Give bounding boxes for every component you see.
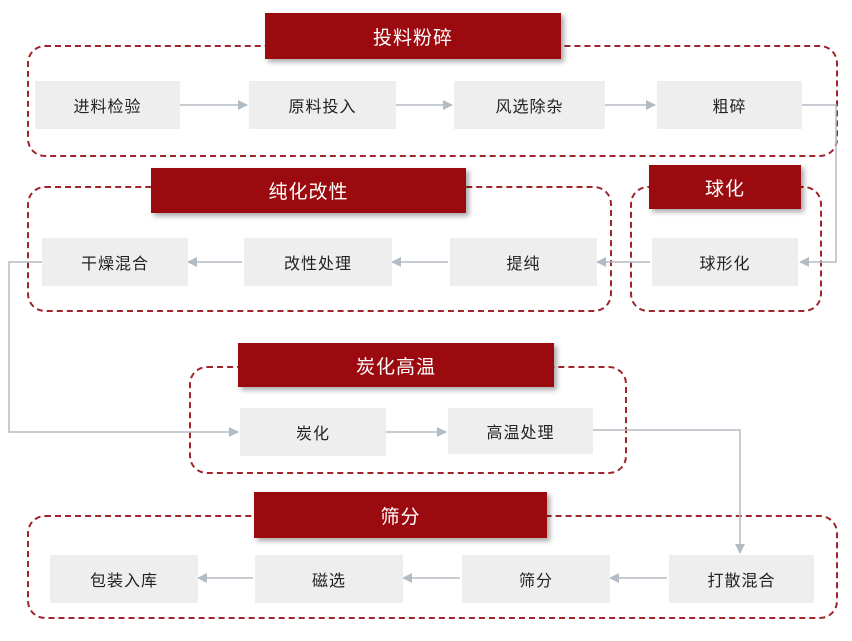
step-purification: 提纯 xyxy=(450,238,597,286)
step-modification: 改性处理 xyxy=(244,238,392,286)
stage-title-purify: 纯化改性 xyxy=(151,168,466,213)
step-magnetic-separation: 磁选 xyxy=(255,555,403,603)
stage-title-spheroid: 球化 xyxy=(649,165,801,209)
step-spheroidization: 球形化 xyxy=(652,238,798,286)
step-incoming-inspection: 进料检验 xyxy=(35,81,180,129)
step-coarse-crushing: 粗碎 xyxy=(657,81,802,129)
step-winnowing: 风选除杂 xyxy=(454,81,605,129)
stage-title-carbonize: 炭化高温 xyxy=(238,343,554,387)
stage-title-feeding: 投料粉碎 xyxy=(265,13,561,59)
step-high-temp-treatment: 高温处理 xyxy=(448,408,593,454)
step-drying-mixing: 干燥混合 xyxy=(42,238,188,286)
step-packaging-storage: 包装入库 xyxy=(50,555,198,603)
step-carbonization: 炭化 xyxy=(240,408,386,456)
step-sieving: 筛分 xyxy=(462,555,610,603)
step-material-input: 原料投入 xyxy=(249,81,396,129)
step-dispersing-mixing: 打散混合 xyxy=(669,555,814,603)
stage-title-screening: 筛分 xyxy=(254,492,547,538)
